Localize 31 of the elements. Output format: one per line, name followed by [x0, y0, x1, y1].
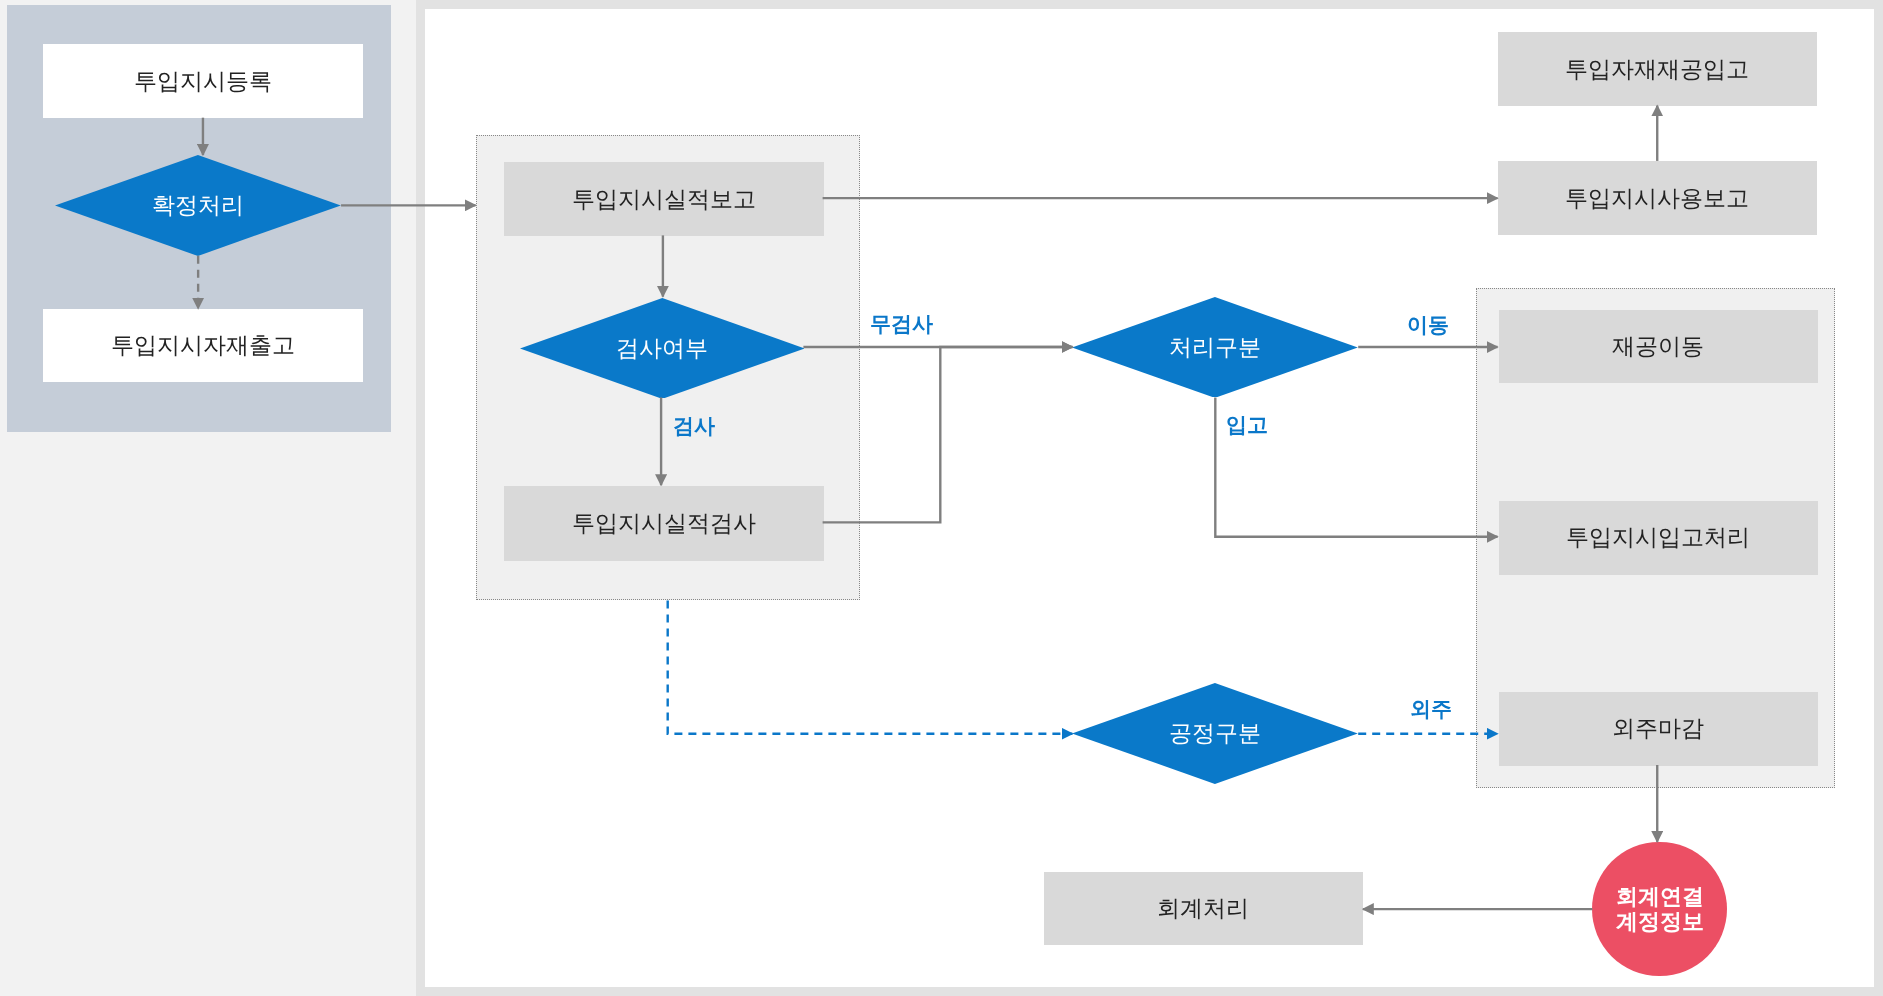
- arrow: [655, 397, 668, 487]
- arrow: [1361, 903, 1593, 916]
- arrow: [341, 199, 477, 212]
- arrow: [822, 341, 1074, 524]
- decision-diamond: 공정구분: [1072, 683, 1359, 785]
- process-box: 회계처리: [1043, 871, 1363, 946]
- decision-diamond: 검사여부: [519, 297, 805, 399]
- process-box: 투입자재재공입고: [1497, 32, 1817, 106]
- arrow: [822, 192, 1499, 205]
- arrow: [1358, 727, 1499, 740]
- process-box: 투입지시사용보고: [1497, 160, 1817, 236]
- arrow: [1651, 764, 1664, 844]
- process-box: 투입지시입고처리: [1498, 500, 1818, 575]
- arrow: [192, 255, 205, 310]
- process-box: 투입지시등록: [43, 44, 363, 118]
- decision-diamond: 확정처리: [55, 154, 342, 256]
- process-box: 투입지시자재출고: [43, 308, 363, 382]
- arrow: [656, 235, 669, 298]
- arrow: [196, 117, 209, 157]
- arrow: [1214, 397, 1499, 543]
- group-panel: [475, 134, 860, 601]
- process-box: 재공이동: [1498, 309, 1818, 383]
- process-box: 투입지시실적검사: [504, 486, 824, 561]
- arrow: [1358, 341, 1499, 354]
- group-panel: [7, 4, 392, 433]
- arrow: [666, 600, 1074, 740]
- group-panel: [1475, 288, 1835, 788]
- process-box: 외주마감: [1498, 691, 1818, 766]
- decision-diamond: 처리구분: [1072, 296, 1359, 398]
- process-box: 투입지시실적보고: [504, 161, 824, 237]
- arrow: [1651, 104, 1664, 161]
